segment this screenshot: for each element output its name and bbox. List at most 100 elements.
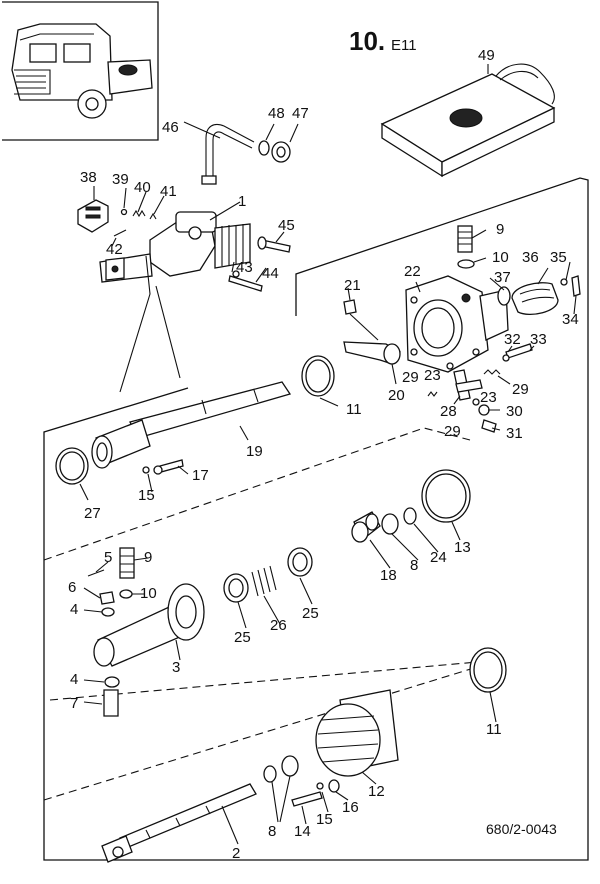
- callout-30: 30: [506, 403, 523, 420]
- part-46-pipe: [201, 123, 255, 185]
- callout-9-top: 9: [496, 221, 504, 238]
- callout-25-left: 25: [234, 629, 251, 646]
- callout-44: 44: [262, 265, 279, 282]
- callout-49: 49: [478, 47, 495, 64]
- callout-41: 41: [160, 183, 177, 200]
- part-18-plunger: [351, 511, 381, 543]
- part-14-15-16-fasteners: [291, 779, 340, 807]
- part-8-rings-lower: [263, 755, 299, 783]
- callout-8-right: 8: [410, 557, 418, 574]
- callout-40: 40: [134, 179, 151, 196]
- section-number: 10.: [349, 26, 385, 56]
- callout-28: 28: [440, 403, 457, 420]
- part-47-nut: [271, 141, 291, 163]
- callout-9-left: 9: [144, 549, 152, 566]
- callout-10-left: 10: [140, 585, 157, 602]
- callout-42: 42: [106, 241, 123, 258]
- callout-3: 3: [172, 659, 180, 676]
- callout-7: 7: [70, 695, 78, 712]
- part-30-nut: [478, 404, 490, 416]
- part-28-shaft: [453, 369, 483, 401]
- truck-cab-icon: [11, 23, 153, 119]
- callout-35: 35: [550, 249, 567, 266]
- callout-23-b: 23: [480, 389, 497, 406]
- part-4-washer-lower: [104, 676, 120, 688]
- leader-lines: [79, 64, 577, 845]
- part-31-bolt: [481, 419, 497, 433]
- part-34-bolt: [571, 275, 581, 297]
- callout-20: 20: [388, 387, 405, 404]
- callout-1: 1: [238, 193, 246, 210]
- part-11-ring-upper: [301, 355, 335, 397]
- callout-21: 21: [344, 277, 361, 294]
- part-4-washer-upper: [101, 607, 115, 617]
- callout-23-a: 23: [424, 367, 441, 384]
- part-2-push-rod: [101, 783, 257, 863]
- callout-15-lower: 15: [316, 811, 333, 828]
- part-19-tube: [91, 381, 292, 469]
- part-9-fitting-top: [457, 225, 473, 253]
- callout-34: 34: [562, 311, 579, 328]
- callout-33: 33: [530, 331, 547, 348]
- part-8-ring-right: [381, 513, 399, 535]
- part-7-bolt: [103, 689, 119, 717]
- callout-26: 26: [270, 617, 287, 634]
- callout-27: 27: [84, 505, 101, 522]
- part-13-seal-ring: [421, 469, 471, 523]
- callout-43: 43: [236, 259, 253, 276]
- part-42-pin: [113, 229, 127, 237]
- callout-16: 16: [342, 799, 359, 816]
- callout-11-lower: 11: [486, 721, 502, 738]
- part-21-screw: [343, 299, 379, 341]
- callout-18: 18: [380, 567, 397, 584]
- part-27-ring: [55, 447, 89, 485]
- callout-15-upper: 15: [138, 487, 155, 504]
- part-48-washer: [258, 140, 270, 156]
- callout-19: 19: [246, 443, 263, 460]
- part-3-piston-tube: [93, 583, 205, 667]
- part-20-lever: [343, 341, 401, 365]
- part-1-cylinder-assembly: [99, 211, 251, 283]
- callout-11-upper: 11: [346, 401, 362, 418]
- callout-29-c: 29: [444, 423, 461, 440]
- callout-45: 45: [278, 217, 295, 234]
- part-38-bracket: [77, 199, 109, 233]
- part-45-bolt: [257, 236, 291, 253]
- part-25-26-springs: [223, 547, 313, 603]
- assembly-frame: [43, 177, 589, 861]
- part-24-ring: [403, 507, 417, 525]
- callout-10-top: 10: [492, 249, 509, 266]
- truck-inset: [2, 1, 159, 141]
- callout-46: 46: [162, 119, 179, 136]
- part-10-washer-left: [119, 589, 133, 599]
- callout-24: 24: [430, 549, 447, 566]
- part-39-40-41-springs: [120, 208, 157, 220]
- part-5-pin: [87, 569, 105, 577]
- callout-8-lower: 8: [268, 823, 276, 840]
- part-9-fitting-left: [119, 547, 135, 579]
- callout-32: 32: [504, 331, 521, 348]
- part-36-gaiter: [511, 282, 559, 315]
- callout-39: 39: [112, 171, 129, 188]
- inner-dashed-frame: [43, 427, 501, 801]
- callout-29-a: 29: [402, 369, 419, 386]
- callout-47: 47: [292, 105, 309, 122]
- part-15-17-screws: [142, 459, 184, 475]
- callout-37: 37: [494, 269, 511, 286]
- callout-6: 6: [68, 579, 76, 596]
- callout-36: 36: [522, 249, 539, 266]
- callout-48: 48: [268, 105, 285, 122]
- callout-5: 5: [104, 549, 112, 566]
- part-35-nipple: [560, 278, 568, 286]
- part-32-33-bolt: [502, 343, 533, 362]
- callout-14: 14: [294, 823, 311, 840]
- callout-25-right: 25: [302, 605, 319, 622]
- part-6-nut: [99, 591, 115, 605]
- part-37-ring: [497, 286, 511, 306]
- callout-29-b: 29: [512, 381, 529, 398]
- callout-2: 2: [232, 845, 240, 862]
- part-49-control-box: [380, 63, 556, 178]
- callout-12: 12: [368, 783, 385, 800]
